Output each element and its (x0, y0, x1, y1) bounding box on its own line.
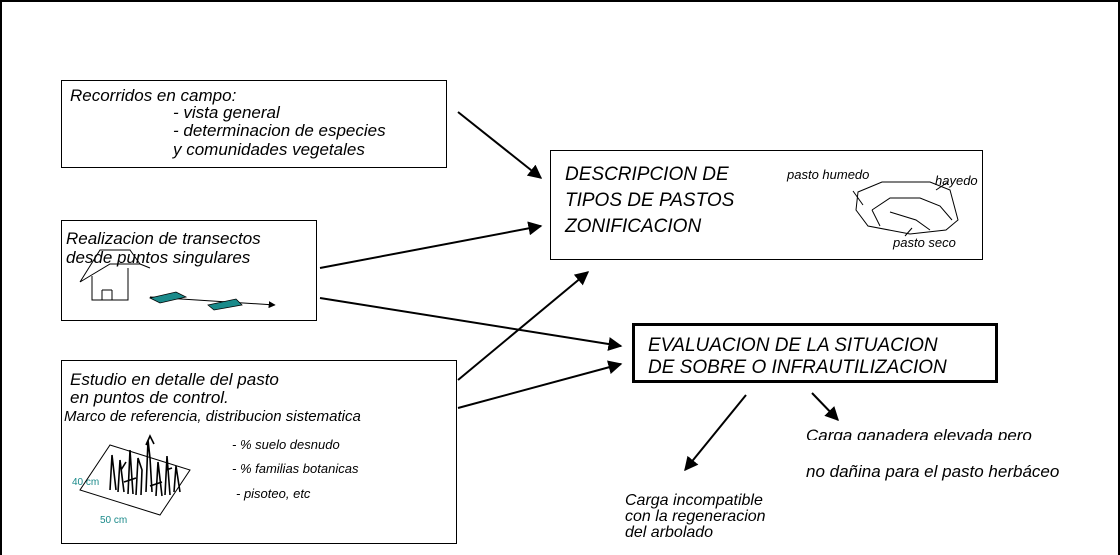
estudio-line-3: Marco de referencia, distribucion sistem… (64, 408, 361, 425)
map-label-pasto-seco: pasto seco (893, 235, 956, 250)
estudio-bullet-2: - % familias botanicas (232, 461, 359, 476)
outcome-incompatible-1: Carga incompatible (625, 492, 763, 509)
estudio-box (61, 360, 457, 544)
dimension-50cm: 50 cm (100, 515, 128, 526)
transect-plot-2 (207, 298, 243, 311)
estudio-bullet-3: - pisoteo, etc (236, 486, 311, 501)
outcome-incompatible-2: con la regeneracion (625, 508, 766, 525)
outcome-carga-ganadera-1: Carga ganadera elevada pero (806, 427, 1032, 440)
arrow-evaluacion-to-incompatible (684, 394, 747, 472)
recorridos-item-1: - vista general (173, 103, 280, 122)
transectos-line-1: Realizacion de transectos (66, 229, 261, 248)
zonification-map-sketch (852, 181, 959, 237)
arrow-transectos-to-evaluacion (319, 297, 623, 351)
grass-sketch (109, 434, 181, 497)
recorridos-item-2: - determinacion de especies (173, 121, 386, 140)
estudio-line-1: Estudio en detalle del pasto (70, 370, 279, 389)
dimension-40cm: 40 cm (72, 477, 100, 488)
house-sketch (79, 249, 151, 301)
arrow-estudio-to-evaluacion (457, 360, 623, 409)
evaluacion-box (632, 323, 998, 383)
arrow-estudio-to-descripcion (457, 271, 590, 381)
arrow-evaluacion-to-ganadera (811, 392, 839, 422)
transect-plot-1 (148, 291, 188, 304)
descripcion-line-3: ZONIFICACION (565, 216, 702, 237)
map-label-pasto-humedo: pasto humedo (787, 167, 870, 182)
recorridos-item-3: y comunidades vegetales (173, 140, 365, 159)
descripcion-line-2: TIPOS DE PASTOS (565, 190, 735, 211)
arrow-transectos-to-descripcion (319, 221, 543, 269)
estudio-bullet-1: - % suelo desnudo (232, 437, 340, 452)
outcome-incompatible-3: del arbolado (625, 524, 714, 541)
arrow-recorridos-to-descripcion (457, 111, 543, 179)
recorridos-title: Recorridos en campo: (70, 86, 237, 105)
evaluacion-line-2: DE SOBRE O INFRAUTILIZACION (648, 357, 947, 378)
outcome-carga-ganadera-2: no dañina para el pasto herbáceo (806, 462, 1060, 481)
descripcion-box (550, 150, 983, 260)
evaluacion-line-1: EVALUACION DE LA SITUACION (648, 335, 938, 356)
estudio-line-2: en puntos de control. (70, 388, 229, 407)
transectos-line-2: desde puntos singulares (66, 248, 251, 267)
sampling-frame (79, 444, 191, 516)
descripcion-line-1: DESCRIPCION DE (565, 164, 729, 185)
recorridos-box (61, 80, 447, 168)
